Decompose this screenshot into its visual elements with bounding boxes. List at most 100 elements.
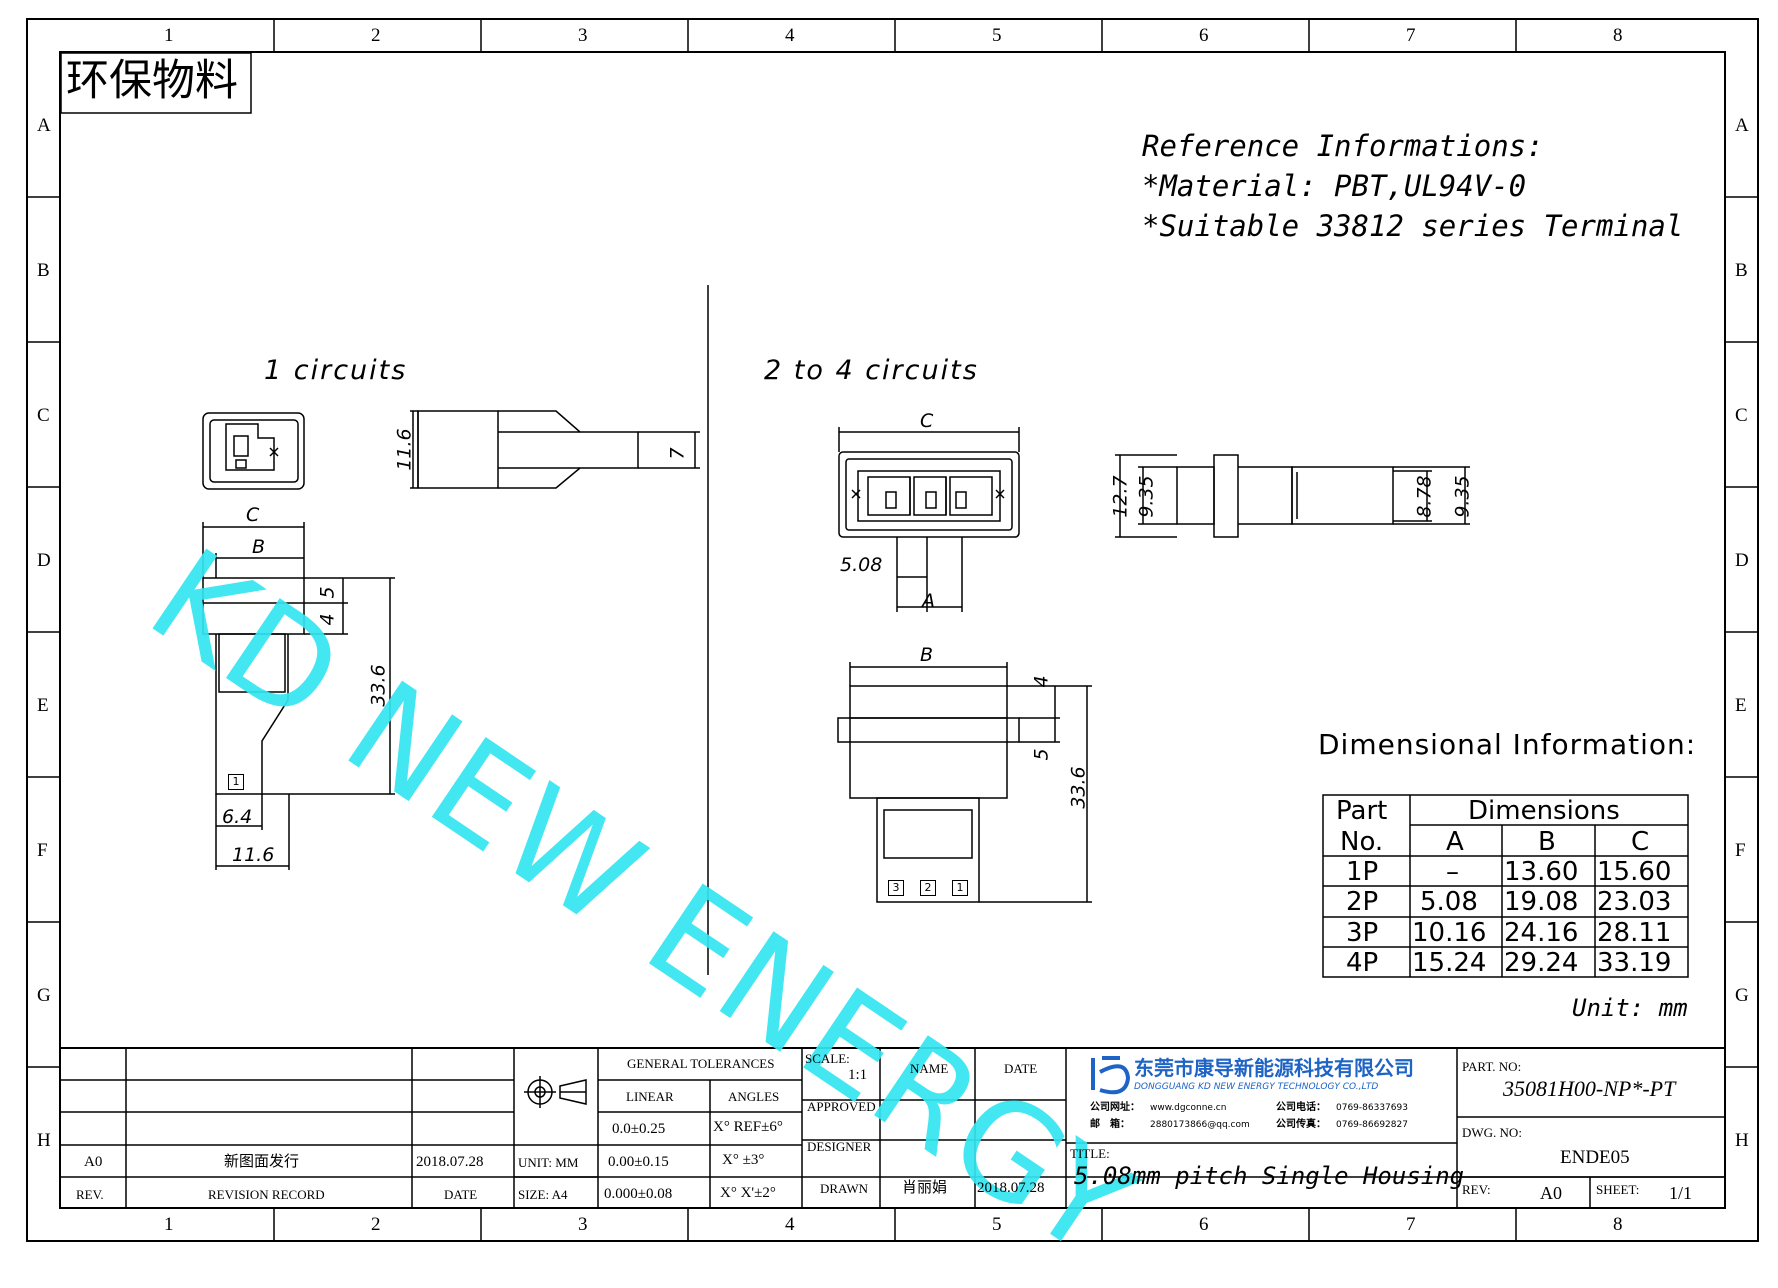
pin-badge-1: 1 xyxy=(952,880,968,896)
unit-note: Unit: mm xyxy=(1572,994,1688,1022)
linear-label: LINEAR xyxy=(626,1089,674,1104)
zone-row-f: F xyxy=(37,840,48,861)
drawing-sheet: 1 2 3 4 5 6 7 8 1 2 3 4 5 6 7 8 A B C D … xyxy=(26,18,1759,1288)
angle-tol-1: X° REF±6° xyxy=(713,1119,783,1135)
sheet-value: 1/1 xyxy=(1669,1183,1693,1203)
mail-value: 2880173866@qq.com xyxy=(1150,1120,1250,1130)
table-row-1p-a: – xyxy=(1446,857,1459,887)
dim-side-8-78: 8.78 xyxy=(1413,475,1436,518)
table-row-4p-part: 4P xyxy=(1346,948,1379,978)
projection-symbol xyxy=(524,1076,587,1108)
dim-one-slot: 7 xyxy=(666,447,689,460)
angles-label: ANGLES xyxy=(728,1089,780,1104)
zone-col-3: 3 xyxy=(578,25,588,46)
web-label: 公司网址： xyxy=(1090,1102,1140,1113)
table-header-part: Part xyxy=(1336,796,1388,826)
date2-label: DATE xyxy=(1004,1061,1038,1076)
pin-badge-3: 3 xyxy=(888,880,904,896)
tel-value: 0769-86337693 xyxy=(1336,1103,1408,1113)
pin-badge-2: 2 xyxy=(920,880,936,896)
zone-row-g: G xyxy=(37,985,51,1006)
multi-circuit-end-view xyxy=(838,427,1020,612)
table-row-1p-b: 13.60 xyxy=(1504,857,1579,887)
table-col-b: B xyxy=(1538,827,1556,857)
reference-material: *Material: PBT,UL94V-0 xyxy=(1142,169,1527,203)
dim-multi-33-6: 33.6 xyxy=(1067,766,1090,809)
fax-value: 0769-86692827 xyxy=(1336,1120,1408,1130)
size-label: SIZE: A4 xyxy=(518,1187,568,1202)
table-header-dimensions: Dimensions xyxy=(1468,796,1620,826)
zone-col-2: 2 xyxy=(371,25,381,46)
zone-col-6: 6 xyxy=(1199,25,1209,46)
zone-col-4: 4 xyxy=(785,25,795,46)
reference-terminal: *Suitable 33812 series Terminal xyxy=(1142,209,1684,243)
one-circuit-front-view xyxy=(202,522,395,870)
dim-multi-pitch: 5.08 xyxy=(840,554,883,576)
zone-row-h-right: H xyxy=(1735,1130,1749,1151)
table-row-4p-a: 15.24 xyxy=(1412,948,1487,978)
pin-number-badge: 1 xyxy=(228,774,244,790)
drawing-linework xyxy=(26,18,1759,1242)
drawing-title: 5.08mm pitch Single Housing xyxy=(1074,1162,1465,1190)
zone-row-f-right: F xyxy=(1735,840,1746,861)
dim-one-b: B xyxy=(252,536,266,558)
zone-grid xyxy=(27,19,1758,1241)
dim-multi-b: B xyxy=(920,644,934,666)
zone-row-h: H xyxy=(37,1130,51,1151)
table-row-2p-b: 19.08 xyxy=(1504,887,1579,917)
one-circuit-side-view xyxy=(410,410,700,489)
rev2-label: REV: xyxy=(1462,1182,1491,1197)
dim-multi-5: 5 xyxy=(1030,748,1053,761)
table-row-3p-b: 24.16 xyxy=(1504,918,1579,948)
company-name-en: DONGGUANG KD NEW ENERGY TECHNOLOGY CO.,L… xyxy=(1134,1082,1379,1092)
zone-col-2-bottom: 2 xyxy=(371,1214,381,1235)
table-row-3p-part: 3P xyxy=(1346,918,1379,948)
rev2-value: A0 xyxy=(1540,1183,1562,1203)
zone-row-d: D xyxy=(37,550,51,571)
revision-record-label: REVISION RECORD xyxy=(208,1187,325,1202)
angle-tol-2: X° ±3° xyxy=(722,1152,765,1168)
zone-row-c-right: C xyxy=(1735,405,1748,426)
revision-record-value: 新图面发行 xyxy=(224,1152,300,1170)
dim-side-12-7: 12.7 xyxy=(1109,475,1132,518)
zone-col-7-bottom: 7 xyxy=(1406,1214,1416,1235)
table-row-2p-c: 23.03 xyxy=(1597,887,1672,917)
zone-row-e-right: E xyxy=(1735,695,1747,716)
inner-border xyxy=(59,51,1726,1209)
zone-col-5: 5 xyxy=(992,25,1002,46)
linear-tol-2: 0.00±0.15 xyxy=(608,1154,669,1170)
multi-circuit-title: 2 to 4 circuits xyxy=(764,355,979,386)
rev-value: A0 xyxy=(84,1154,103,1170)
dim-one-6-4: 6.4 xyxy=(222,806,253,828)
multi-circuit-front-view xyxy=(837,662,1092,903)
zone-col-1: 1 xyxy=(164,25,174,46)
sheet-label: SHEET: xyxy=(1596,1182,1640,1197)
tel-label: 公司电话： xyxy=(1276,1102,1326,1113)
reference-title: Reference Informations: xyxy=(1142,129,1544,163)
dwg-no-label: DWG. NO: xyxy=(1462,1125,1522,1140)
revision-date-value: 2018.07.28 xyxy=(416,1154,484,1170)
eco-stamp: 环保物料 xyxy=(66,56,238,106)
table-row-3p-a: 10.16 xyxy=(1412,918,1487,948)
table-col-a: A xyxy=(1446,827,1464,857)
designer-label: DESIGNER xyxy=(807,1139,872,1154)
dim-one-11-6: 11.6 xyxy=(232,844,275,866)
multi-circuit-side-view xyxy=(1115,454,1470,538)
general-tolerances: GENERAL TOLERANCES xyxy=(627,1056,775,1071)
part-no-label: PART. NO: xyxy=(1462,1059,1522,1074)
angle-tol-3: X° X'±2° xyxy=(720,1185,776,1201)
dim-one-c: C xyxy=(246,504,260,526)
zone-row-b: B xyxy=(37,260,50,281)
zone-col-1-bottom: 1 xyxy=(164,1214,174,1235)
zone-row-e: E xyxy=(37,695,49,716)
name-label: NAME xyxy=(910,1061,949,1076)
rev-label: REV. xyxy=(76,1187,104,1202)
linear-tol-1: 0.0±0.25 xyxy=(612,1121,666,1137)
dimensional-table-title: Dimensional Information: xyxy=(1318,728,1697,761)
company-name-cn: 东莞市康导新能源科技有限公司 xyxy=(1134,1056,1414,1080)
table-row-2p-part: 2P xyxy=(1346,887,1379,917)
mail-label: 邮 箱： xyxy=(1090,1119,1130,1130)
zone-col-5-bottom: 5 xyxy=(992,1214,1002,1235)
scale-label: SCALE: xyxy=(805,1051,850,1066)
zone-row-g-right: G xyxy=(1735,985,1749,1006)
